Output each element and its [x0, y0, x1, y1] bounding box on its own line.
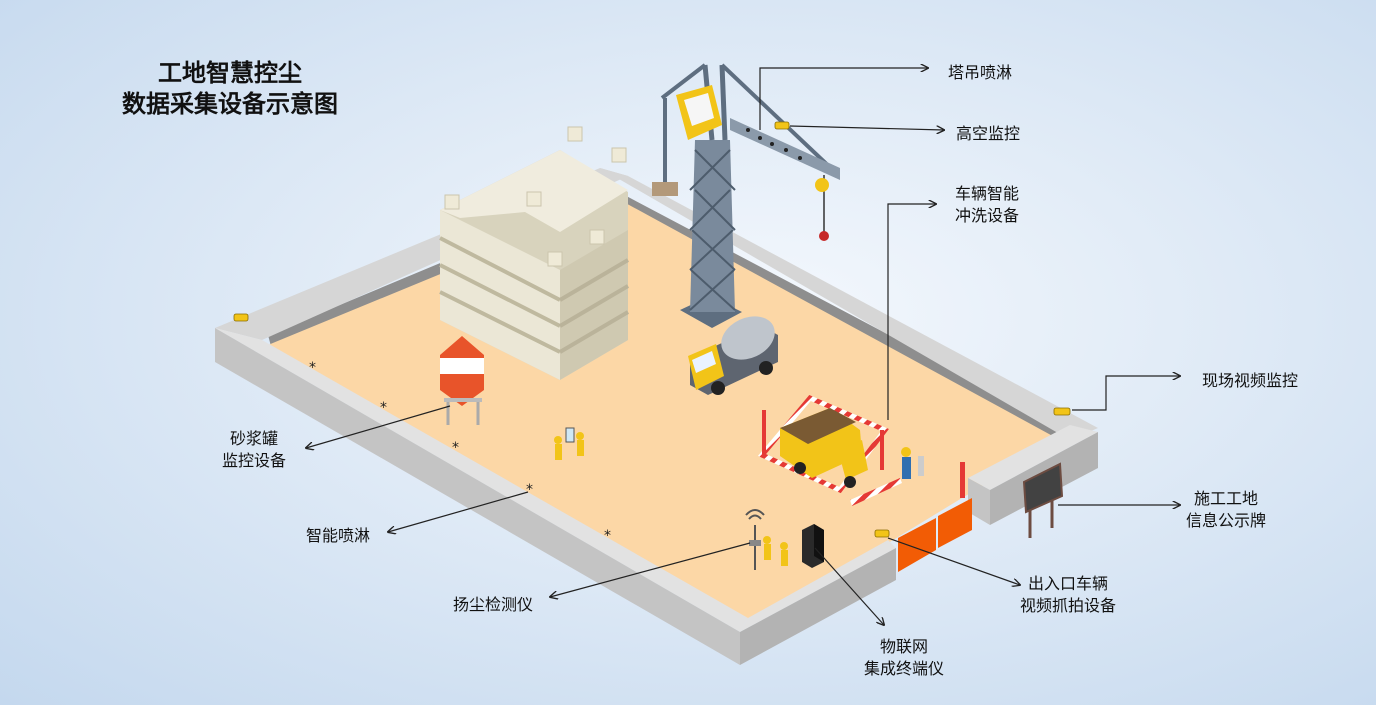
- label-entrance-capture: 出入口车辆 视频抓拍设备: [1020, 574, 1117, 615]
- leader-smart-spray: [388, 491, 529, 532]
- gate-right-door: [938, 498, 972, 548]
- leader-dust-detector: [550, 542, 751, 597]
- crane-mast: [690, 140, 735, 312]
- front-right-wall-side: [740, 548, 896, 665]
- leader-tower-spray: [759, 68, 928, 130]
- svg-text:*: *: [526, 482, 533, 498]
- svg-text:*: *: [452, 440, 459, 456]
- title-line-2: 数据采集设备示意图: [122, 90, 338, 118]
- mixer-truck: [688, 316, 778, 395]
- leader-high-monitor: [789, 125, 944, 130]
- entrance-gate: [850, 462, 972, 572]
- concrete-building: [439, 126, 630, 380]
- right-wall-top: [968, 425, 1098, 490]
- dust-detector-device: [745, 509, 765, 570]
- gate-post: [960, 462, 965, 498]
- mortar-tank: [440, 336, 484, 425]
- label-tower-spray: 塔吊喷淋: [948, 63, 1013, 82]
- svg-text:*: *: [604, 528, 611, 544]
- svg-text:*: *: [309, 360, 316, 376]
- label-smart-spray: 智能喷淋: [306, 526, 371, 545]
- leader-vehicle-wash: [887, 204, 936, 420]
- leader-iot-terminal: [814, 547, 884, 625]
- right-wall-side: [968, 478, 990, 525]
- gate-left-door: [898, 518, 936, 572]
- front-left-wall-top: [215, 328, 748, 632]
- label-high-monitor: 高空监控: [956, 124, 1021, 143]
- info-board: [1022, 462, 1064, 538]
- crane-hook: [819, 231, 829, 241]
- leader-site-video: [1072, 376, 1180, 411]
- leader-mortar-tank: [306, 405, 451, 448]
- iot-terminal-box: [802, 524, 824, 568]
- wall-spray-nozzles: * * * * *: [309, 360, 611, 544]
- workers: [554, 427, 924, 566]
- vehicle-wash-station: [757, 394, 889, 494]
- title-line-1: 工地智慧控尘: [158, 59, 302, 87]
- surveillance-cameras: [233, 121, 1071, 538]
- site-platform: [215, 168, 1098, 665]
- front-right-wall-top: [740, 540, 896, 632]
- label-site-video: 现场视频监控: [1202, 371, 1299, 390]
- label-vehicle-wash: 车辆智能 冲洗设备: [955, 184, 1020, 225]
- label-iot-terminal: 物联网 集成终端仪: [864, 637, 945, 678]
- crane-spray-nozzles: [746, 128, 802, 160]
- leader-lines: [306, 68, 1180, 625]
- label-info-board: 施工工地 信息公示牌: [1186, 489, 1267, 530]
- label-dust-detector: 扬尘检测仪: [453, 595, 534, 614]
- leader-entrance-capture: [887, 537, 1020, 585]
- label-mortar-tank: 砂浆罐 监控设备: [222, 429, 287, 470]
- barrier-arm: [850, 478, 902, 506]
- counterweight: [652, 182, 678, 196]
- svg-text:*: *: [380, 400, 387, 416]
- diagram-title: 工地智慧控尘 数据采集设备示意图: [60, 58, 400, 120]
